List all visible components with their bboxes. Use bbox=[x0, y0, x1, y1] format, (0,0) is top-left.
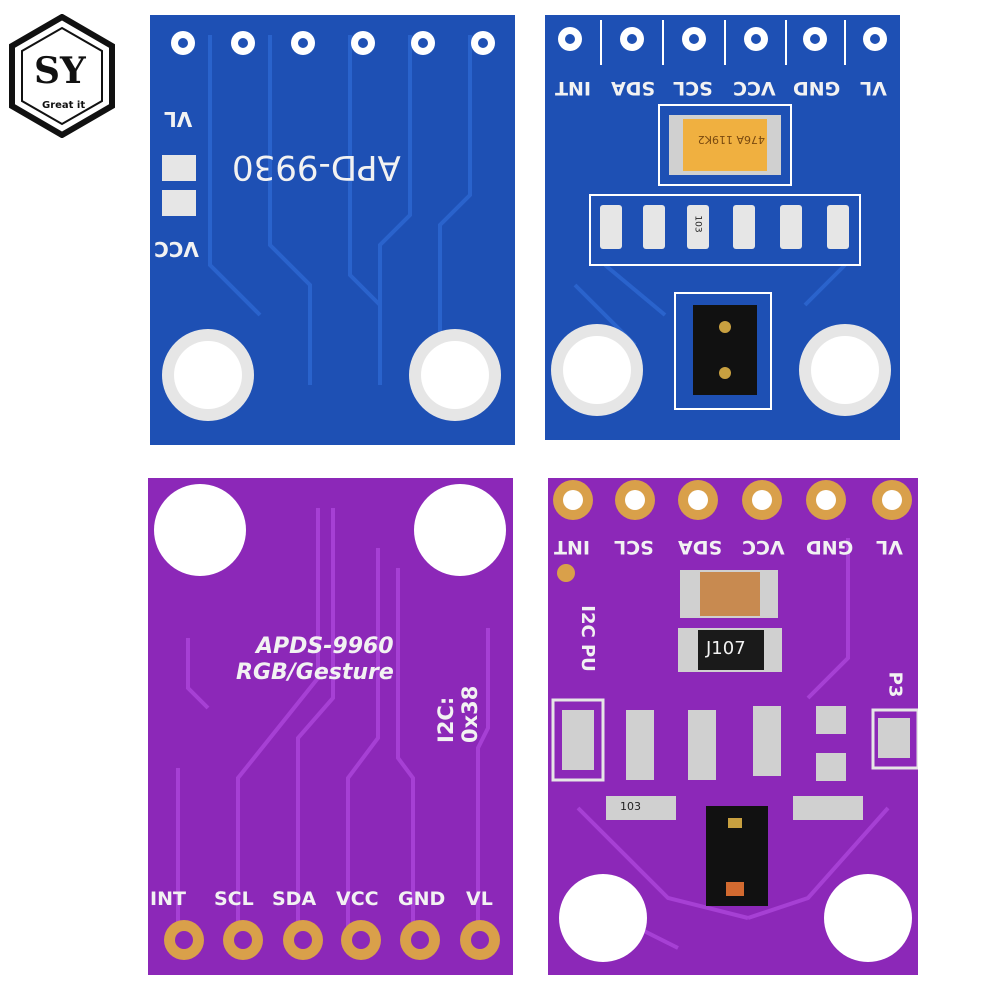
purple-board-front-pcb bbox=[548, 478, 918, 975]
blue-back-part-label: APD-9930 bbox=[232, 147, 401, 187]
blue-front-cap-marking: 476A 119K2 bbox=[697, 133, 765, 146]
purple-front-pin-sda: SDA bbox=[678, 536, 723, 558]
logo-tagline: Great it bbox=[42, 100, 86, 111]
blue-back-pad-vl: VL bbox=[164, 107, 193, 131]
purple-back-pin-int: INT bbox=[150, 888, 186, 910]
purple-back-part-label: APDS-9960 bbox=[256, 634, 394, 659]
blue-front-pin-gnd: GND bbox=[793, 77, 841, 99]
purple-board-back-pcb bbox=[148, 478, 513, 975]
purple-board-back: APDS-9960 RGB/Gesture I2C: 0x38 INT SCL … bbox=[148, 478, 513, 975]
purple-back-pin-gnd: GND bbox=[398, 888, 446, 910]
brand-logo: SY Great it bbox=[8, 13, 116, 139]
purple-front-p3-label: P3 bbox=[884, 671, 906, 698]
blue-front-pin-int: INT bbox=[555, 77, 591, 99]
purple-front-inductor-marking: J107 bbox=[706, 638, 746, 659]
blue-back-pad-vcc: VCC bbox=[154, 237, 199, 261]
purple-back-pin-vcc: VCC bbox=[336, 888, 379, 910]
blue-front-pin-vcc: VCC bbox=[733, 77, 776, 99]
purple-front-pin-scl: SCL bbox=[614, 536, 654, 558]
purple-board-front: INT SCL SDA VCC GND VL I2C PU P3 J107 10… bbox=[548, 478, 918, 975]
blue-board-front: INT SDA SCL VCC GND VL 476A 119K2 103 bbox=[545, 15, 900, 440]
purple-front-pin-gnd: GND bbox=[806, 536, 854, 558]
purple-front-pin-vl: VL bbox=[876, 536, 903, 558]
blue-front-pin-scl: SCL bbox=[673, 77, 713, 99]
purple-front-i2c-pu-label: I2C PU bbox=[576, 605, 598, 672]
purple-back-subtitle: RGB/Gesture bbox=[236, 660, 394, 685]
purple-front-pin-vcc: VCC bbox=[742, 536, 785, 558]
blue-front-pin-sda: SDA bbox=[611, 77, 656, 99]
hexagon-logo-icon bbox=[9, 13, 115, 139]
blue-board-back: APD-9930 VL VCC bbox=[150, 15, 515, 445]
purple-back-pin-vl: VL bbox=[466, 888, 493, 910]
purple-back-i2c-address: I2C: 0x38 bbox=[434, 685, 482, 743]
purple-front-pin-int: INT bbox=[554, 536, 590, 558]
logo-brand: SY bbox=[34, 50, 86, 92]
blue-front-pin-vl: VL bbox=[860, 77, 887, 99]
blue-board-back-pcb bbox=[150, 15, 515, 445]
purple-front-resistor-marking: 103 bbox=[620, 800, 641, 813]
blue-board-front-pcb bbox=[545, 15, 900, 440]
blue-front-resistor-marking: 103 bbox=[692, 215, 703, 233]
purple-back-pin-scl: SCL bbox=[214, 888, 254, 910]
purple-back-pin-sda: SDA bbox=[272, 888, 317, 910]
